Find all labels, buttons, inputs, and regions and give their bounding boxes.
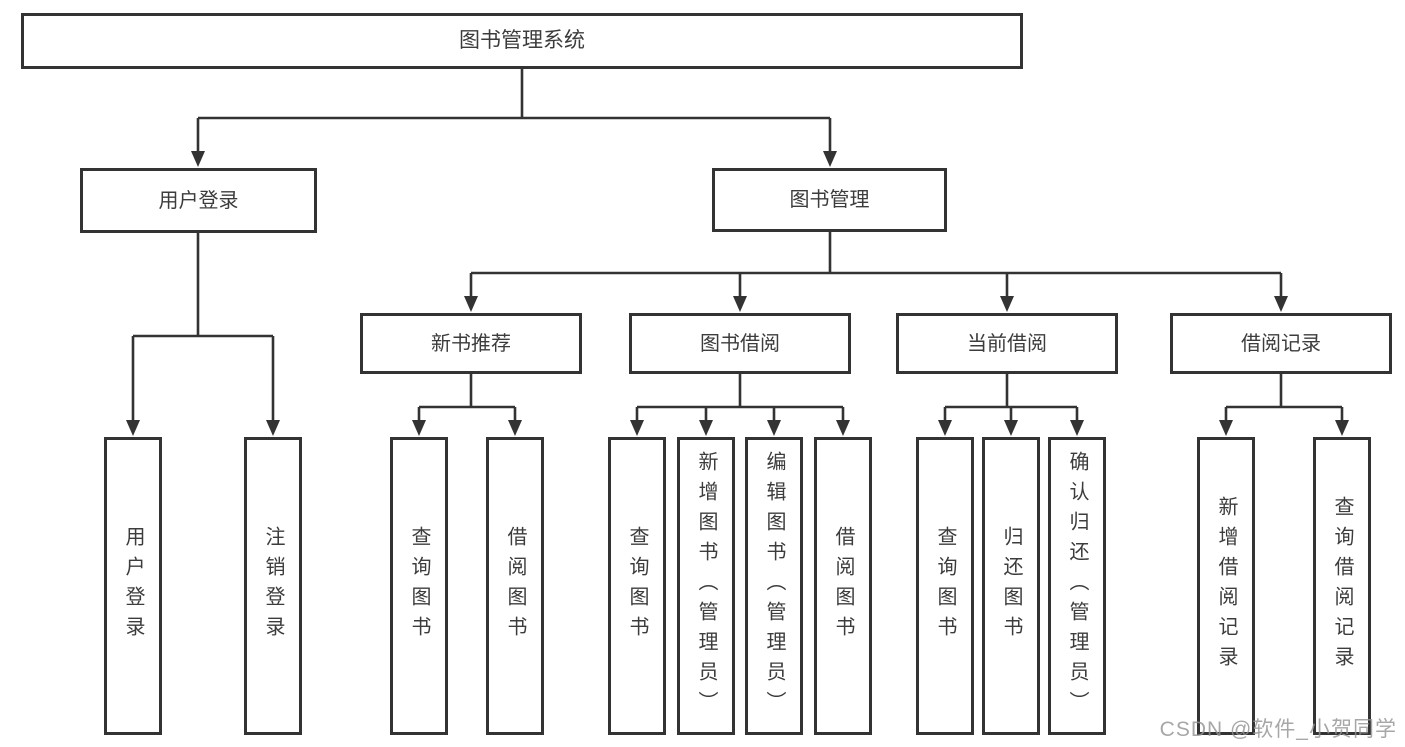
node-current-borrowing: 当前借阅 <box>896 313 1118 374</box>
arrow-down-icon <box>823 151 837 167</box>
leaf-borrow-books-recommend: 借阅图书 <box>486 437 544 735</box>
node-label: 借阅记录 <box>1241 332 1321 355</box>
arrow-down-icon <box>1004 420 1018 436</box>
node-book-borrowing: 图书借阅 <box>629 313 851 374</box>
leaf-edit-book-admin: 编辑图书（管理员） <box>745 437 803 735</box>
arrow-down-icon <box>836 420 850 436</box>
node-new-book-recommendation: 新书推荐 <box>360 313 582 374</box>
leaf-add-book-admin: 新增图书（管理员） <box>677 437 735 735</box>
leaf-query-books-borrowing: 查询图书 <box>608 437 666 735</box>
node-label: 编辑图书（管理员） <box>763 451 785 721</box>
arrow-down-icon <box>938 420 952 436</box>
node-label: 当前借阅 <box>967 332 1047 355</box>
node-label: 归还图书 <box>1000 526 1022 646</box>
leaf-confirm-return-admin: 确认归还（管理员） <box>1048 437 1106 735</box>
arrow-down-icon <box>464 296 478 312</box>
arrow-down-icon <box>508 420 522 436</box>
arrow-down-icon <box>1070 420 1084 436</box>
node-label: 新增图书（管理员） <box>695 451 717 721</box>
leaf-borrow-books: 借阅图书 <box>814 437 872 735</box>
node-label: 图书管理 <box>789 189 870 211</box>
node-label: 确认归还（管理员） <box>1066 451 1088 721</box>
leaf-query-books-current: 查询图书 <box>916 437 974 735</box>
leaf-query-borrow-record: 查询借阅记录 <box>1313 437 1371 735</box>
node-label: 查询图书 <box>934 526 956 646</box>
node-label: 用户登录 <box>122 526 144 646</box>
arrow-down-icon <box>630 420 644 436</box>
node-book-management: 图书管理 <box>712 168 947 232</box>
leaf-user-login: 用户登录 <box>104 437 162 735</box>
leaf-logout: 注销登录 <box>244 437 302 735</box>
arrow-down-icon <box>1219 420 1233 436</box>
node-label: 新书推荐 <box>431 332 511 355</box>
arrow-down-icon <box>733 296 747 312</box>
arrow-down-icon <box>412 420 426 436</box>
node-label: 借阅图书 <box>504 526 526 646</box>
node-label: 注销登录 <box>262 526 284 646</box>
arrow-down-icon <box>1335 420 1349 436</box>
node-label: 图书管理系统 <box>459 29 585 53</box>
node-label: 查询借阅记录 <box>1331 496 1353 676</box>
connector-paths <box>131 69 1344 424</box>
node-label: 查询图书 <box>408 526 430 646</box>
node-label: 借阅图书 <box>832 526 854 646</box>
node-user-login: 用户登录 <box>80 168 317 233</box>
node-borrowing-records: 借阅记录 <box>1170 313 1392 374</box>
arrowheads <box>126 151 1349 436</box>
arrow-down-icon <box>126 420 140 436</box>
arrow-down-icon <box>1274 296 1288 312</box>
arrow-down-icon <box>767 420 781 436</box>
leaf-return-book: 归还图书 <box>982 437 1040 735</box>
node-label: 新增借阅记录 <box>1215 496 1237 676</box>
arrow-down-icon <box>191 151 205 167</box>
leaf-query-books-recommend: 查询图书 <box>390 437 448 735</box>
arrow-down-icon <box>1000 296 1014 312</box>
node-library-management-system: 图书管理系统 <box>21 13 1023 69</box>
leaf-add-borrow-record: 新增借阅记录 <box>1197 437 1255 735</box>
arrow-down-icon <box>699 420 713 436</box>
csdn-watermark: CSDN @软件_小贺同学 <box>1159 718 1397 741</box>
arrow-down-icon <box>266 420 280 436</box>
node-label: 图书借阅 <box>700 332 780 355</box>
node-label: 用户登录 <box>158 189 239 212</box>
node-label: 查询图书 <box>626 526 648 646</box>
